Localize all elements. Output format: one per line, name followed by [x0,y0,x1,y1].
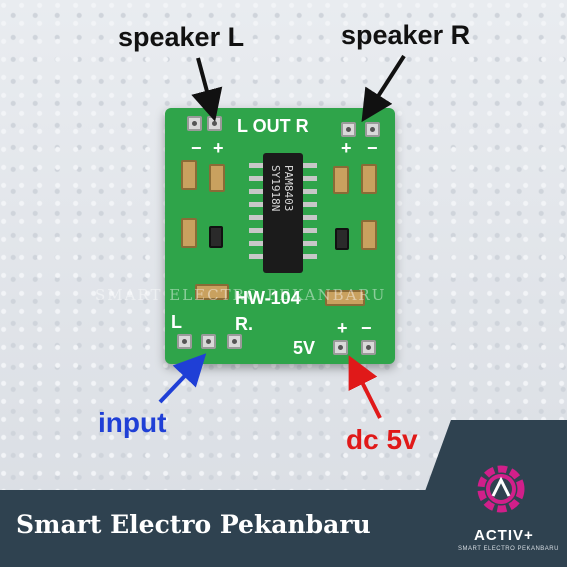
minus-sign: − [367,138,378,158]
chip-pin [303,163,317,168]
chip-pin [249,254,263,259]
arrow-speaker-l [191,57,223,122]
input-pad [227,334,242,349]
capacitor [361,220,377,250]
out-r-pad [365,122,380,137]
arrow-dc [348,355,382,419]
capacitor [195,284,229,300]
chip-pin [303,189,317,194]
capacitor [181,160,197,190]
input-label: input [98,407,167,438]
chip-pin [249,215,263,220]
capacitor [209,164,225,192]
chip-pin [249,189,263,194]
gear-logo-icon [477,465,525,513]
chip-pin [249,202,263,207]
power-label: 5V [293,338,316,358]
plus-sign: + [341,138,352,158]
logo-name: ACTIV+ [474,527,534,544]
amplifier-chip: PAM8403 SY1918N [249,153,317,273]
chip-pin [249,241,263,246]
input-pad [177,334,192,349]
minus-sign: − [361,318,372,338]
banner-title: Smart Electro Pekanbaru [16,510,371,539]
chip-pin [303,215,317,220]
brand-banner [0,490,567,567]
plus-sign: + [337,318,348,338]
inductor [335,228,349,250]
capacitor [361,164,377,194]
plus-sign: + [213,138,224,158]
model-label: HW-104 [235,288,301,308]
chip-pin [249,228,263,233]
chip-pin [249,176,263,181]
capacitor [181,218,197,248]
inductor [209,226,223,248]
out-label: L OUT R [237,116,309,136]
arrow-speaker-r [361,54,406,123]
chip-pin [303,202,317,207]
speaker-r-label: speaker R [341,20,471,50]
chip-pin [303,176,317,181]
capacitor [325,290,365,306]
capacitor [333,166,349,194]
logo-subtitle: SMART ELECTRO PEKANBARU [458,546,559,552]
minus-sign: − [191,138,202,158]
chip-marking: PAM8403 SY1918N [269,165,295,212]
chip-pin [303,228,317,233]
chip-pin [303,254,317,259]
speaker-l-label: speaker L [118,22,245,52]
input-r-label: R. [235,314,253,334]
power-pad [361,340,376,355]
watermark: SMART ELECTRO PEKANBARU [95,286,387,304]
arrow-input [158,353,207,404]
chip-pin [249,163,263,168]
amplifier-board: L OUT R HW-104 L R. 5V − + + − + − PAM84… [165,108,395,364]
out-r-pad [341,122,356,137]
input-l-label: L [171,312,182,332]
input-pad [201,334,216,349]
chip-pin [303,241,317,246]
power-pad [333,340,348,355]
dc-label: dc 5v [346,424,418,455]
